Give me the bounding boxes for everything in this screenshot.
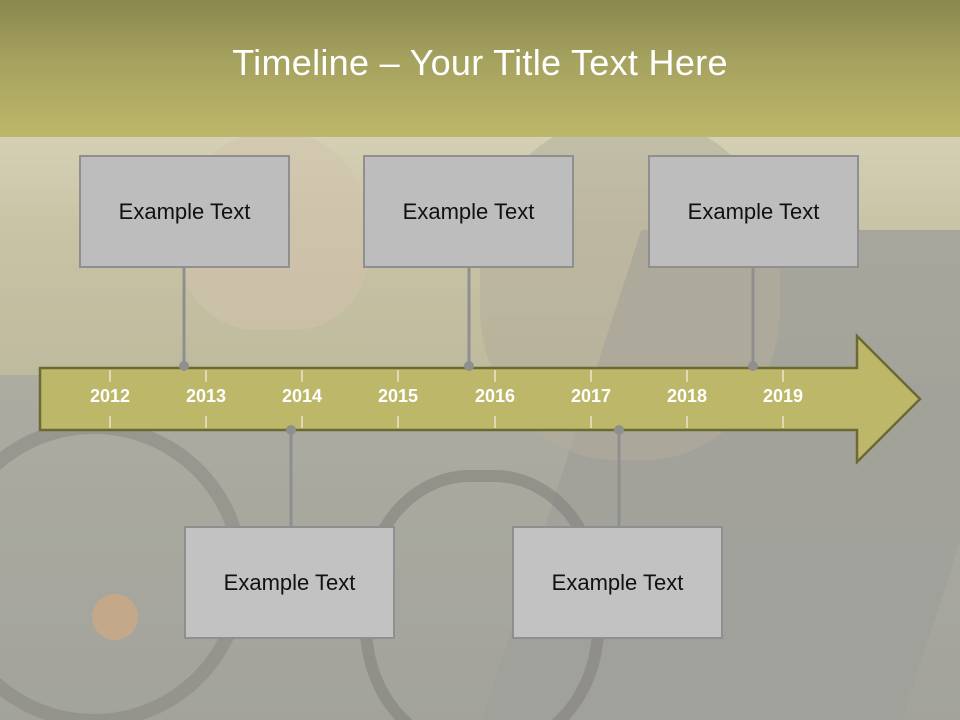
year-ticks (109, 370, 784, 428)
connector-dots (179, 361, 758, 435)
connector-dot (748, 361, 758, 371)
slide-title: Timeline – Your Title Text Here (232, 42, 728, 83)
year-label: 2015 (377, 386, 419, 406)
year-label: 2018 (666, 386, 708, 406)
year-label: 2016 (474, 386, 516, 406)
connector-dot (464, 361, 474, 371)
year-label: 2017 (570, 386, 612, 406)
callout-box-top: Example Text (648, 155, 859, 268)
connector-lines (182, 268, 755, 527)
connector-dot (179, 361, 189, 371)
title-banner: Timeline – Your Title Text Here (0, 0, 960, 137)
year-label: 2019 (762, 386, 804, 406)
connector-dot (614, 425, 624, 435)
callout-box-bottom: Example Text (184, 526, 395, 639)
year-label: 2012 (89, 386, 131, 406)
callout-box-top: Example Text (363, 155, 574, 268)
callout-box-bottom: Example Text (512, 526, 723, 639)
connector-dot (286, 425, 296, 435)
background-photo-reflector (92, 594, 138, 640)
callout-box-top: Example Text (79, 155, 290, 268)
year-label: 2013 (185, 386, 227, 406)
timeline-arrow (38, 332, 922, 466)
year-label: 2014 (281, 386, 323, 406)
